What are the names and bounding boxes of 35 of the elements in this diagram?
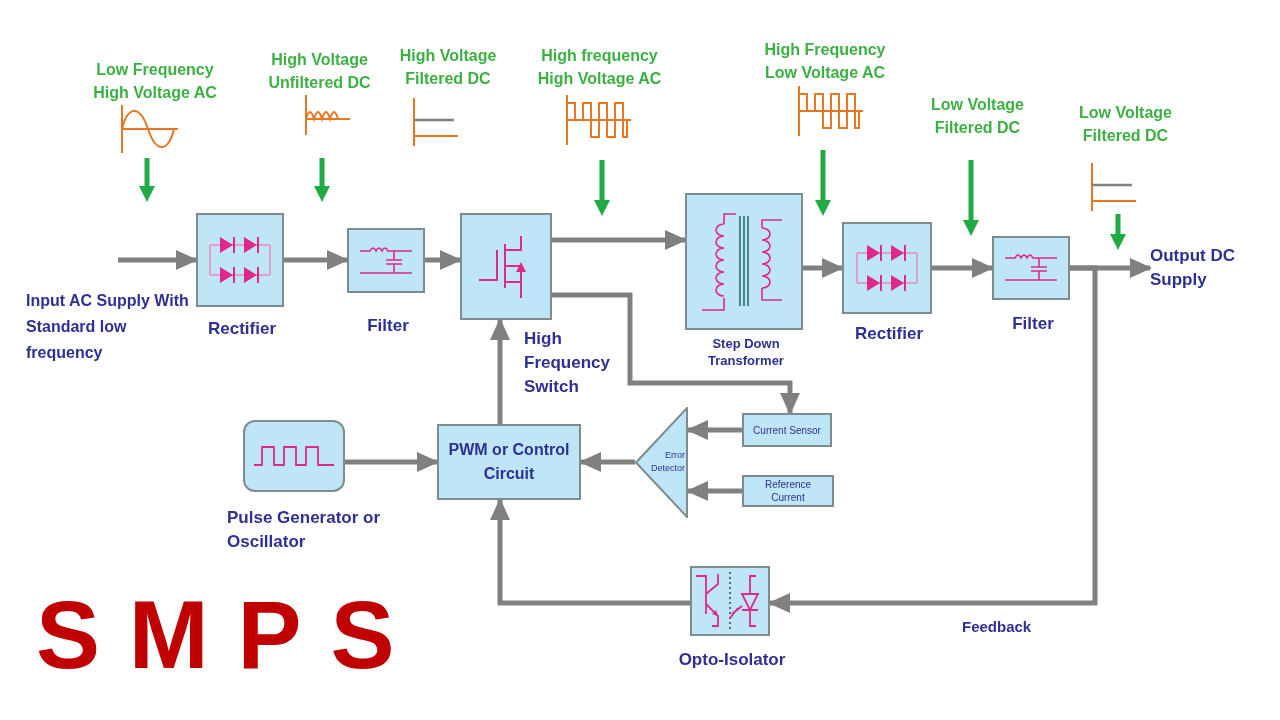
node-label: Output DC Supply xyxy=(1150,245,1236,291)
waveform-label: Low Voltage Filtered DC xyxy=(929,95,1025,138)
block-label: Rectifier xyxy=(854,323,924,345)
block-label: Rectifier xyxy=(207,318,277,340)
waveform-label: High Voltage Unfiltered DC xyxy=(267,50,372,93)
waveform-label: High Voltage Filtered DC xyxy=(398,46,498,89)
arrow xyxy=(425,250,462,270)
reference-block xyxy=(742,475,834,507)
waveform-label: Low Frequency High Voltage AC xyxy=(92,60,218,103)
node-label: Reference Current xyxy=(763,478,813,504)
arrow xyxy=(118,250,198,270)
node-label: Current Sensor xyxy=(753,423,821,437)
input-label: Input AC Supply With Standard low frequency xyxy=(26,291,190,363)
waveform-label: Low Voltage Filtered DC xyxy=(1077,103,1173,146)
node-label: Error Detector xyxy=(650,449,685,475)
block-label: Filter xyxy=(366,315,410,337)
arrow xyxy=(552,230,687,250)
node-label: PWM or Control Circuit xyxy=(447,440,571,484)
arrow xyxy=(490,318,510,424)
arrow xyxy=(803,258,844,278)
control-block xyxy=(437,424,581,500)
block-label: Opto-Isolator xyxy=(677,649,787,671)
block-label: Pulse Generator or Oscillator xyxy=(227,507,382,553)
sensor-block xyxy=(742,413,832,447)
arrow xyxy=(284,250,349,270)
block-label: Filter xyxy=(1011,313,1055,335)
waveform-label: High Frequency Low Voltage AC xyxy=(763,40,887,83)
title: SMPS xyxy=(36,580,424,690)
arrow xyxy=(552,292,800,415)
block-label: High Frequency Switch xyxy=(524,328,611,398)
block-label: Step Down Transformer xyxy=(707,335,785,369)
waveform-label: High frequency High Voltage AC xyxy=(536,46,663,89)
arrow xyxy=(932,258,994,278)
arrow xyxy=(490,498,690,606)
arrow xyxy=(345,452,439,472)
